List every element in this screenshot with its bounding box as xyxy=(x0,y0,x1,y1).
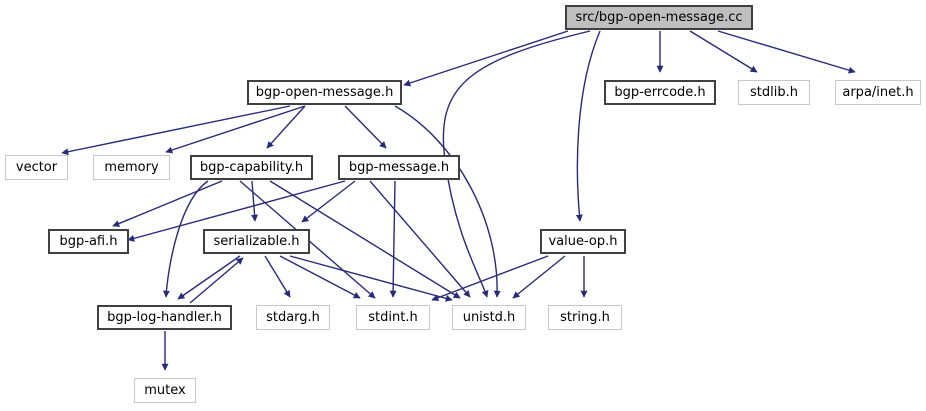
edge-serializable-to-loghandler xyxy=(177,255,241,300)
node-label: bgp-log-handler.h xyxy=(107,310,222,325)
node-errcode[interactable]: bgp-errcode.h xyxy=(604,80,716,105)
edge-serializable-to-stdarg xyxy=(264,255,291,298)
edge-message-to-stdint xyxy=(389,180,397,298)
edge-capability-to-loghandler xyxy=(162,180,209,298)
node-label: stdlib.h xyxy=(750,85,798,100)
node-serializable[interactable]: serializable.h xyxy=(203,229,310,254)
edge-capability-to-serializable xyxy=(251,180,259,222)
node-loghandler[interactable]: bgp-log-handler.h xyxy=(97,305,232,330)
node-label: vector xyxy=(15,160,58,175)
node-label: arpa/inet.h xyxy=(842,85,914,100)
node-label: mutex xyxy=(144,383,186,398)
edge-openmsg-to-unistd xyxy=(394,105,501,298)
node-label: bgp-message.h xyxy=(348,160,450,175)
edge-capability-to-afi xyxy=(112,180,223,227)
node-label: bgp-capability.h xyxy=(199,160,304,175)
edge-root-to-stdlib xyxy=(689,30,758,73)
node-label: bgp-errcode.h xyxy=(614,85,706,100)
node-valueop[interactable]: value-op.h xyxy=(540,229,626,254)
edge-message-to-serializable xyxy=(301,180,356,223)
node-arpainet[interactable]: arpa/inet.h xyxy=(835,80,921,105)
node-label: src/bgp-open-message.cc xyxy=(575,10,743,25)
node-stdint[interactable]: stdint.h xyxy=(356,305,430,330)
node-message[interactable]: bgp-message.h xyxy=(338,155,460,180)
edge-message-to-unistd xyxy=(369,180,471,298)
edge-openmsg-to-capability xyxy=(266,105,306,149)
edge-valueop-to-stdint xyxy=(431,255,549,302)
edge-openmsg-to-message xyxy=(344,105,387,149)
node-label: unistd.h xyxy=(462,310,516,325)
node-afi[interactable]: bgp-afi.h xyxy=(48,229,129,254)
node-stdarg[interactable]: stdarg.h xyxy=(256,305,330,330)
edge-root-to-valueop xyxy=(575,30,601,222)
edge-serializable-to-stdint xyxy=(279,255,361,299)
node-label: stdarg.h xyxy=(266,310,320,325)
node-unistd[interactable]: unistd.h xyxy=(452,305,526,330)
node-label: stdint.h xyxy=(368,310,418,325)
node-root[interactable]: src/bgp-open-message.cc xyxy=(565,5,753,30)
node-label: memory xyxy=(104,160,159,175)
edge-openmsg-to-memory xyxy=(165,105,306,154)
node-stdlib[interactable]: stdlib.h xyxy=(738,80,810,105)
node-memory[interactable]: memory xyxy=(93,155,170,180)
edge-openmsg-to-vector xyxy=(61,105,291,156)
node-vector[interactable]: vector xyxy=(5,155,68,180)
node-label: string.h xyxy=(560,310,610,325)
edge-root-to-openmsg xyxy=(403,30,569,87)
edge-root-to-unistd xyxy=(442,30,591,298)
edge-loghandler-to-serializable xyxy=(189,257,244,304)
node-label: bgp-open-message.h xyxy=(255,85,394,100)
edge-serializable-to-unistd xyxy=(289,255,453,302)
node-label: bgp-afi.h xyxy=(59,234,118,249)
edge-root-to-arpainet xyxy=(717,30,856,74)
node-mutex[interactable]: mutex xyxy=(134,378,196,403)
node-openmsg[interactable]: bgp-open-message.h xyxy=(247,80,402,105)
node-string[interactable]: string.h xyxy=(548,305,622,330)
edge-valueop-to-unistd xyxy=(512,255,566,299)
node-label: value-op.h xyxy=(548,234,618,249)
node-capability[interactable]: bgp-capability.h xyxy=(190,155,313,180)
node-label: serializable.h xyxy=(213,234,300,249)
